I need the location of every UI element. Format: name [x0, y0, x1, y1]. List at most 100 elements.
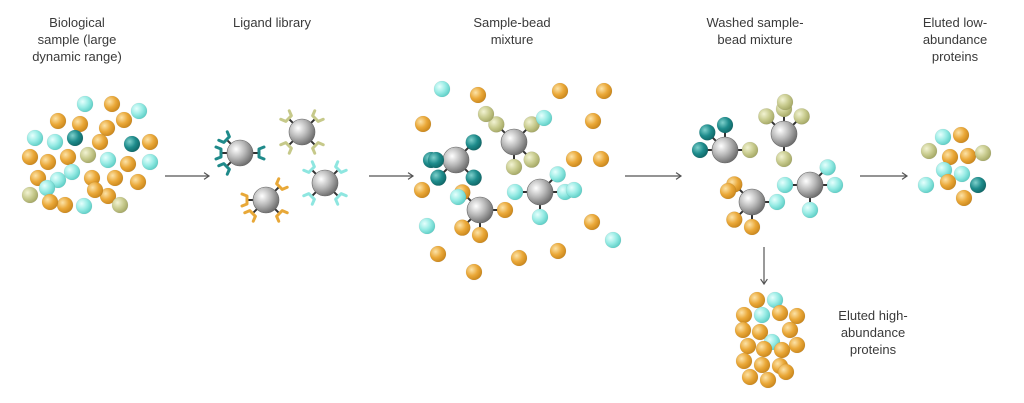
- cyan-protein: [604, 231, 622, 249]
- cyan-ligand: [302, 160, 316, 174]
- orange-protein: [788, 307, 806, 325]
- teal-protein: [430, 169, 447, 186]
- orange-protein: [413, 181, 431, 199]
- olive-protein: [477, 105, 495, 123]
- orange-protein: [414, 115, 432, 133]
- orange-protein: [592, 150, 610, 168]
- orange-protein: [21, 148, 39, 166]
- teal-protein: [691, 141, 709, 159]
- orange-protein: [759, 371, 777, 389]
- orange-protein: [115, 111, 133, 129]
- cyan-protein: [953, 165, 971, 183]
- cyan-protein: [130, 102, 148, 120]
- orange-protein: [583, 213, 601, 231]
- olive-protein: [776, 93, 794, 111]
- bead: [738, 188, 766, 216]
- olive-protein: [741, 141, 759, 159]
- orange-protein: [741, 368, 759, 386]
- teal-protein: [716, 116, 734, 134]
- teal-ligand: [214, 145, 223, 161]
- bead: [311, 169, 339, 197]
- cyan-protein: [76, 95, 94, 113]
- orange-protein: [955, 189, 973, 207]
- olive-ligand: [311, 141, 325, 155]
- orange-protein: [952, 126, 970, 144]
- olive-protein: [505, 158, 523, 176]
- olive-protein: [758, 108, 775, 125]
- orange-protein: [41, 193, 59, 211]
- orange-protein: [549, 242, 567, 260]
- arrows-layer: [165, 172, 909, 286]
- label-sample-bead-mixture: Sample-bead mixture: [473, 15, 551, 47]
- teal-protein: [465, 134, 482, 151]
- orange-protein: [735, 352, 753, 370]
- orange-protein: [103, 95, 121, 113]
- orange-protein: [469, 86, 487, 104]
- bead: [796, 171, 824, 199]
- bead: [526, 178, 554, 206]
- orange-protein: [86, 181, 104, 199]
- orange-protein: [141, 133, 159, 151]
- label-ligand-library: Ligand library: [232, 15, 312, 30]
- arrow-head: [901, 172, 909, 180]
- orange-protein: [39, 153, 57, 171]
- teal-ligand: [217, 130, 231, 144]
- cyan-protein: [418, 217, 436, 235]
- orange-protein: [726, 211, 743, 228]
- cyan-ligand: [334, 160, 348, 174]
- orange-protein: [753, 356, 771, 374]
- orange-protein: [119, 155, 137, 173]
- orange-protein: [755, 340, 773, 358]
- orange-protein: [939, 173, 957, 191]
- olive-protein: [775, 150, 793, 168]
- orange-protein: [719, 182, 737, 200]
- orange-protein: [788, 336, 806, 354]
- cyan-protein: [433, 80, 451, 98]
- arrow-head: [675, 172, 683, 180]
- cyan-protein: [38, 179, 56, 197]
- cyan-protein: [26, 129, 44, 147]
- orange-protein: [551, 82, 569, 100]
- cyan-protein: [917, 176, 935, 194]
- orange-protein: [49, 112, 67, 130]
- orange-protein: [739, 337, 757, 355]
- cyan-ligand: [302, 192, 316, 206]
- bead: [500, 128, 528, 156]
- orange-protein: [98, 119, 116, 137]
- orange-protein: [781, 321, 799, 339]
- olive-protein: [523, 151, 540, 168]
- cyan-protein: [819, 159, 836, 176]
- orange-ligand: [240, 192, 249, 208]
- orange-protein: [735, 306, 753, 324]
- olive-protein: [920, 142, 938, 160]
- label-eluted-low-abundance: Eluted low- abundance proteins: [922, 15, 988, 64]
- orange-protein: [771, 304, 789, 322]
- olive-ligand: [311, 109, 325, 123]
- orange-protein: [565, 150, 583, 168]
- orange-protein: [595, 82, 613, 100]
- orange-protein: [91, 133, 109, 151]
- cyan-protein: [768, 193, 786, 211]
- orange-ligand: [243, 209, 257, 223]
- orange-protein: [734, 321, 752, 339]
- bead: [711, 136, 739, 164]
- orange-protein: [56, 196, 74, 214]
- olive-protein: [793, 108, 810, 125]
- cyan-protein: [535, 109, 553, 127]
- teal-protein: [969, 176, 987, 194]
- teal-protein: [427, 151, 445, 169]
- olive-protein: [79, 146, 97, 164]
- cyan-protein: [531, 208, 549, 226]
- cyan-protein: [934, 128, 952, 146]
- arrow-head: [203, 172, 211, 180]
- cyan-protein: [776, 176, 794, 194]
- orange-protein: [59, 148, 77, 166]
- beads-layer: [226, 118, 824, 224]
- bead: [252, 186, 280, 214]
- olive-protein: [488, 116, 505, 133]
- orange-protein: [584, 112, 602, 130]
- orange-protein: [129, 173, 147, 191]
- teal-protein: [465, 169, 482, 186]
- bead: [226, 139, 254, 167]
